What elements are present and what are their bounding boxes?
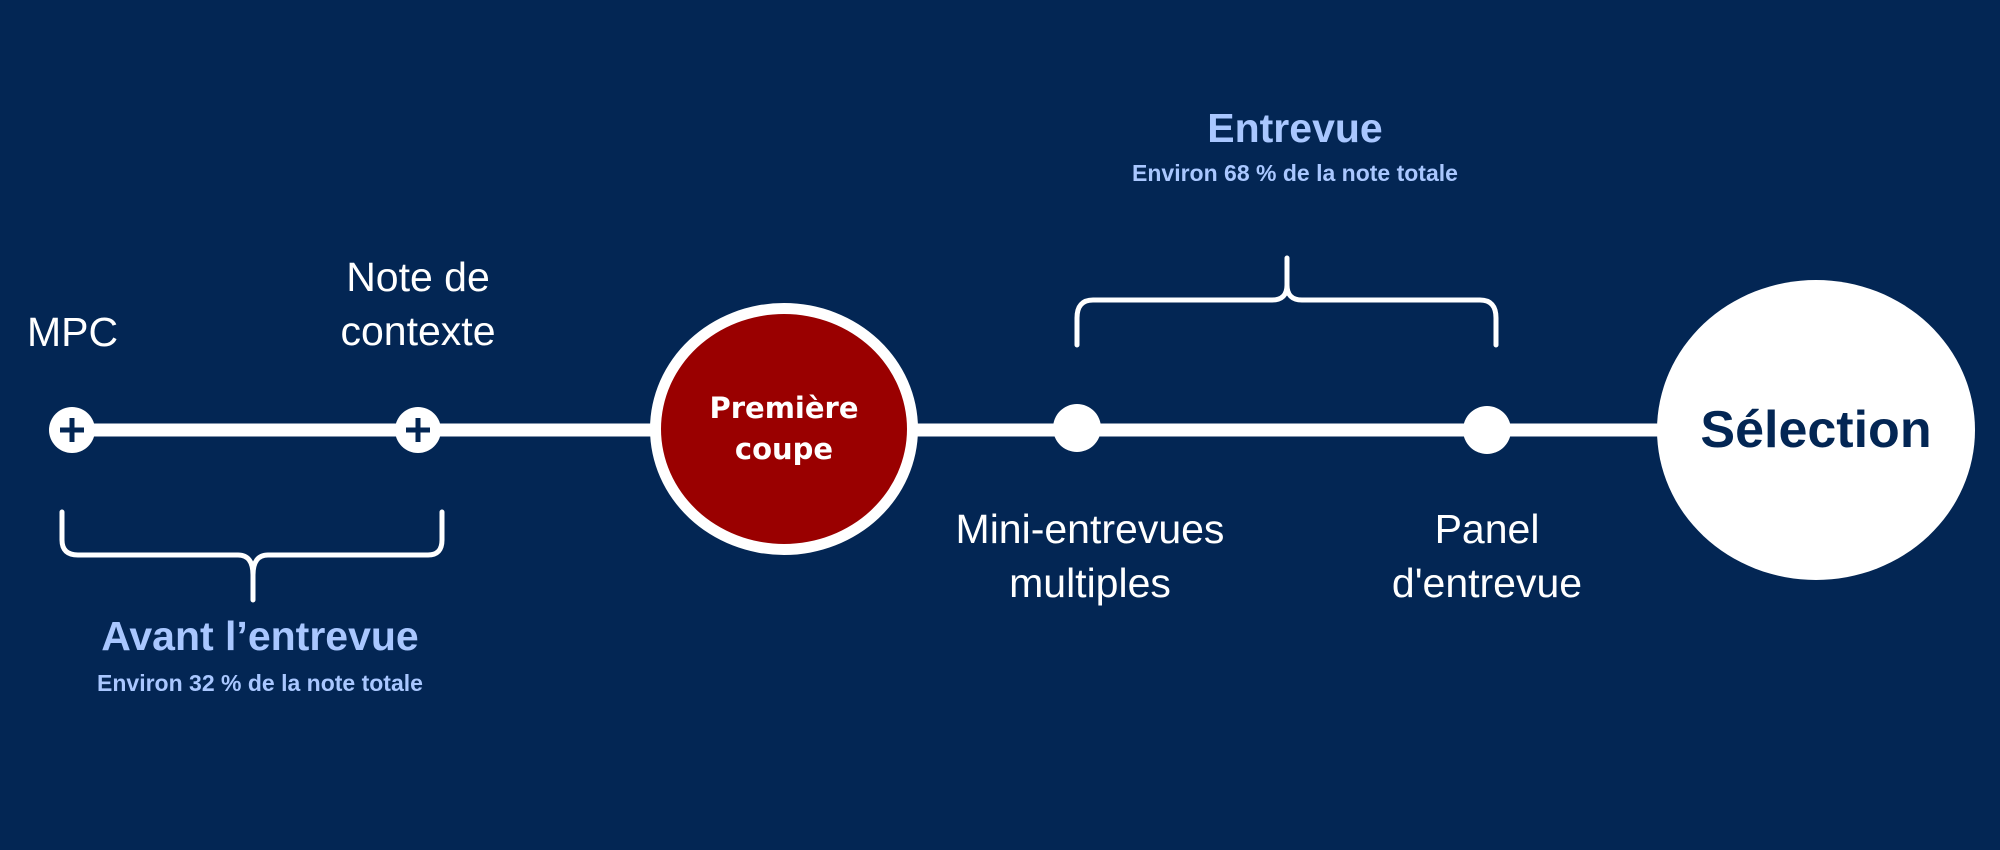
note-contexte-label: Note de contexte [318,250,518,358]
avant-group-subtitle: Environ 32 % de la note totale [97,670,423,696]
mpc-node [49,407,95,453]
brace-avant [59,509,445,603]
brace-entrevue [1074,255,1499,348]
note-contexte-node [395,407,441,453]
premiere-coupe-circle: Première coupe [650,303,918,555]
panel-node [1463,406,1511,454]
plus-icon [406,418,430,442]
premiere-coupe-line1: Première [709,391,859,425]
entrevue-group-subtitle: Environ 68 % de la note totale [1132,160,1458,186]
mpc-label: MPC [26,309,119,355]
entrevue-group-title: Entrevue [1207,105,1383,151]
premiere-coupe-line2: coupe [734,432,834,466]
selection-label: Sélection [1700,401,1932,459]
panel-line1: Panel [1434,506,1540,552]
panel-line2: d'entrevue [1391,560,1583,606]
plus-icon [60,418,84,442]
selection-circle: Sélection [1657,280,1975,580]
mini-entrevues-label: Mini-entrevues multiples [930,502,1250,610]
mini-entrevues-line2: multiples [1009,560,1171,606]
panel-label: Panel d'entrevue [1362,502,1612,610]
mini-entrevues-node [1053,404,1101,452]
avant-group-title: Avant l’entrevue [101,613,419,659]
mini-entrevues-line1: Mini-entrevues [955,506,1225,552]
note-contexte-line2: contexte [340,308,496,354]
note-contexte-line1: Note de [346,254,490,300]
